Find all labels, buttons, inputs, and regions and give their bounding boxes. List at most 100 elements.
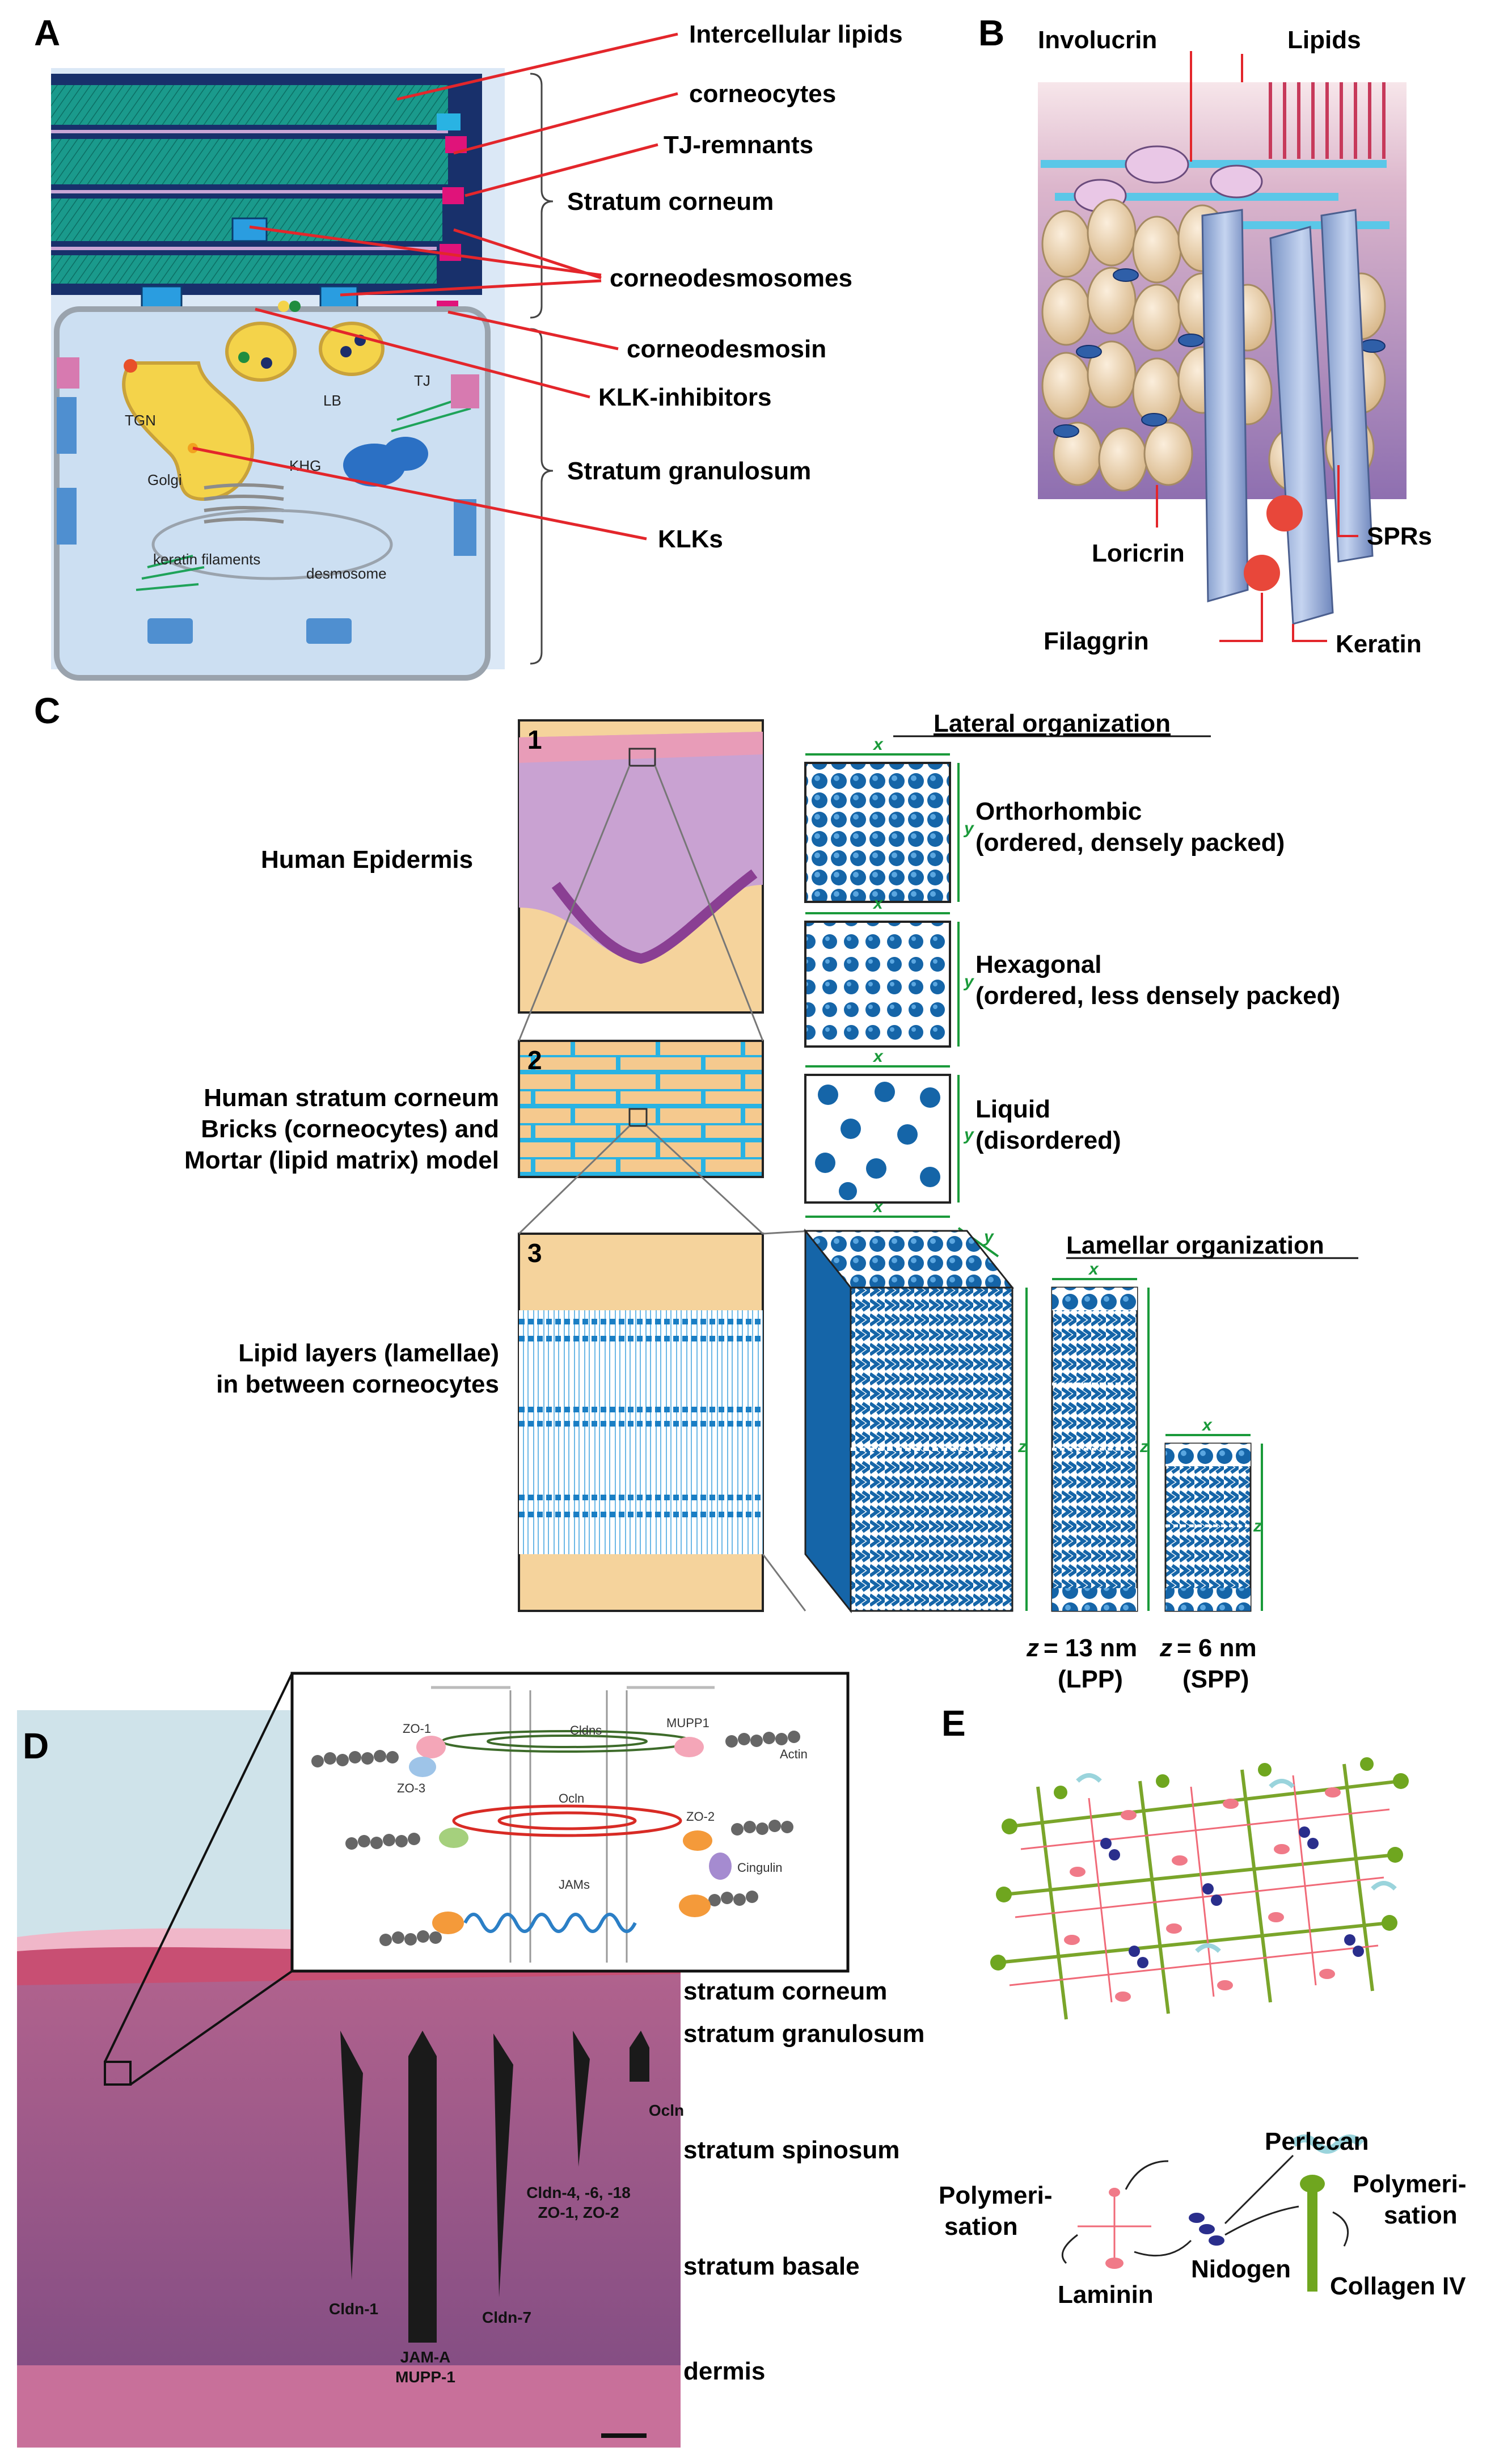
zoom-connector [645, 1125, 764, 1235]
label-tj-remnants: TJ-remnants [664, 131, 813, 159]
inset-label-actin: Actin [780, 1747, 808, 1761]
claudin-loop [487, 1735, 648, 1748]
spp-z-symbol: z [1159, 1634, 1172, 1662]
leader-line [249, 225, 602, 277]
collagen-nodes [990, 1757, 1409, 1971]
inset-label-jams: JAMs [559, 1877, 590, 1892]
label-lipid-layers-1: Lipid layers (lamellae) [238, 1339, 499, 1367]
lpp-headgroups-top [1052, 1288, 1137, 1310]
keratohyalin-granule [383, 437, 428, 471]
desmosome [147, 618, 193, 644]
label-human-epidermis: Human Epidermis [261, 846, 473, 874]
lamellae-region [519, 1310, 763, 1554]
lpp-z-value: = 13 nm [1044, 1634, 1137, 1662]
keratin-filament [1201, 209, 1249, 602]
leader-line [1219, 593, 1263, 642]
perlecan-strands [1076, 1773, 1397, 1953]
collagen-network [998, 1763, 1401, 2020]
zoom-connector [762, 1230, 812, 1235]
panel-label-e: E [941, 1703, 966, 1744]
axis-x-label: x [1088, 1260, 1099, 1279]
label-loricrin: Loricrin [1092, 539, 1185, 567]
involucrin-oval [1210, 164, 1263, 199]
layer-stratum-basale: stratum basale [683, 2252, 860, 2280]
leader-line [447, 310, 619, 351]
interaction-arrows [1061, 2154, 1349, 2264]
panel-label-b: B [978, 12, 1004, 53]
axis-x-label: x [1201, 1416, 1213, 1434]
dermis-layer [17, 2365, 681, 2448]
inhibitor-dot [289, 301, 301, 312]
inset-label-mupp1: MUPP1 [666, 1716, 709, 1730]
wedge-label-mupp1: MUPP-1 [395, 2368, 455, 2386]
panel-label-c: C [34, 690, 60, 731]
label-hexagonal: Hexagonal [975, 951, 1102, 978]
corneocyte-layer [51, 85, 448, 125]
inset-connector [129, 1970, 293, 2086]
leader-line [1292, 624, 1327, 642]
wedge-cldn7 [493, 2033, 513, 2297]
spp-z-value: = 6 nm [1177, 1634, 1257, 1662]
label-involucrin: Involucrin [1038, 26, 1157, 54]
keratin-filament [1320, 209, 1374, 563]
hexagonal-packing [804, 921, 951, 1048]
filaggrin-ball [1244, 555, 1280, 591]
lpp-z-symbol: z [1026, 1634, 1039, 1662]
label-liquid: Liquid [975, 1095, 1050, 1123]
wedge-label-cldn1: Cldn-1 [329, 2300, 378, 2318]
label-golgi: Golgi [147, 471, 182, 488]
layer-stratum-granulosum: stratum granulosum [683, 2020, 924, 2048]
label-polymerisation-left-2: sation [944, 2213, 1018, 2241]
inset-label-cingulin: Cingulin [737, 1860, 783, 1875]
label-keratin: Keratin [1336, 630, 1422, 658]
tj-remnant-cap [437, 113, 461, 130]
klk-dot [124, 359, 137, 373]
zoom-box [628, 1108, 648, 1127]
label-polymerisation-right-2: sation [1384, 2201, 1458, 2229]
side-desmosome [57, 488, 77, 545]
zo-protein [432, 1912, 464, 1934]
zoom-box [628, 748, 656, 767]
layer-dermis: dermis [683, 2357, 765, 2385]
scale-bar [601, 2433, 647, 2438]
axis-y-label: y [963, 1125, 974, 1144]
laminin-blobs [1064, 1787, 1341, 2002]
inset-connector [104, 1673, 293, 2062]
label-lb: LB [323, 392, 341, 409]
lateral-organization-title: Lateral organization [934, 710, 1171, 737]
label-lipids: Lipids [1287, 26, 1361, 54]
zo2-protein [683, 1830, 712, 1851]
axis-y-label: y [963, 972, 974, 991]
lamellar-body [319, 322, 385, 376]
corneodesmosome [141, 285, 183, 310]
golgi-stack [204, 495, 284, 501]
label-intercellular-lipids: Intercellular lipids [689, 20, 903, 48]
label-corneodesmosin: corneodesmosin [627, 335, 826, 363]
axis-x-label: x [872, 735, 884, 754]
panel-c: C Human Epidermis Human stratum corneum … [34, 690, 1358, 1693]
spp-headgroups-bottom [1165, 1588, 1251, 1611]
spp-headgroups-top [1165, 1444, 1251, 1466]
epidermis-cells [519, 732, 763, 959]
wedge-jam-a-mupp1 [408, 2031, 437, 2343]
klk-dot [278, 301, 289, 312]
label-orthorhombic: Orthorhombic [975, 798, 1142, 825]
desmosome [306, 618, 352, 644]
zo3-protein [409, 1757, 436, 1777]
axis-z-label: z [1017, 1437, 1027, 1456]
label-sprs: SPRs [1367, 522, 1432, 550]
jam-helix [463, 1913, 637, 1933]
label-filaggrin: Filaggrin [1044, 627, 1149, 655]
label-klk-inhibitors: KLK-inhibitors [598, 383, 772, 411]
laminin-network [1009, 1775, 1390, 2003]
klk-dot [340, 346, 352, 357]
wedge-label-jam-a: JAM-A [400, 2348, 451, 2366]
collagen-iv-icon [1300, 2175, 1325, 2292]
label-corneodesmosomes: corneodesmosomes [610, 264, 852, 292]
wedge-cldn4-zo [573, 2031, 590, 2167]
wedge-label-zo1-zo2: ZO-1, ZO-2 [538, 2204, 619, 2221]
box-number-3: 3 [527, 1238, 542, 1268]
inset-source-box [104, 2061, 132, 2086]
layer-stratum-corneum: stratum corneum [683, 1977, 887, 2005]
keratin-filaments [136, 396, 471, 591]
